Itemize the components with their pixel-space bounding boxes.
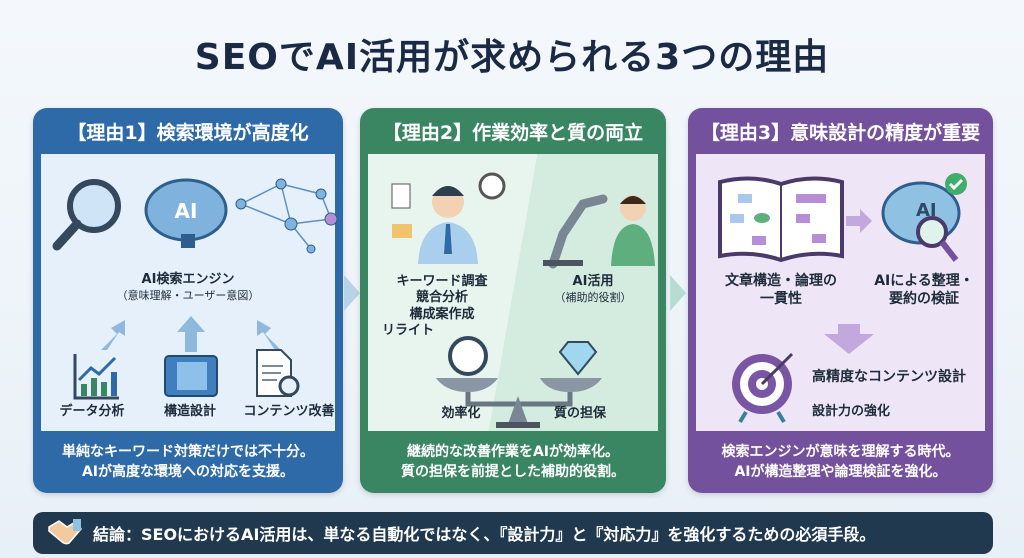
svg-text:AI: AI <box>916 200 937 221</box>
chart-icon <box>73 354 119 400</box>
item-content-improvement: コンテンツ改善 <box>243 404 335 419</box>
ai-text: AI <box>175 199 198 223</box>
arrow-right-icon <box>344 275 360 311</box>
blueprint-icon <box>164 355 218 397</box>
structure-consistency-label: 文章構造・論理の一貫性 <box>725 273 837 308</box>
handshake-icon <box>48 519 82 545</box>
reason-2-card: 【理由2】作業効率と質の両立 キーワード調査競合分析構成案作成リライト AI活用… <box>360 108 666 493</box>
card-footer: 単純なキーワード対策だけでは不十分。AIが高度な環境への対応を支援。 <box>62 443 314 480</box>
ai-usage-label: AI活用（補助的役割） <box>554 274 632 304</box>
card-footer: 検索エンジンが意味を理解する時代。AIが構造整理や論理検証を強化。 <box>721 443 960 480</box>
conclusion-bar: 結論：SEOにおけるAI活用は、単なる自動化ではなく、『設計力』と『対応力』を強… <box>33 512 993 554</box>
high-precision-design-label: 高精度なコンテンツ設計 <box>812 369 966 385</box>
magnifier-icon <box>52 179 121 251</box>
card-header: 【理由3】意味設計の精度が重要 <box>700 121 981 144</box>
card-header: 【理由1】検索環境が高度化 <box>67 121 309 144</box>
efficiency-label: 効率化 <box>441 406 481 421</box>
design-strength-label: 設計力の強化 <box>812 404 891 419</box>
arrow-right-icon <box>846 209 872 233</box>
ai-brain-check-icon: AI <box>881 173 967 262</box>
reason-3-card: 【理由3】意味設計の精度が重要 AI 文章構造・論理の一貫性 AIによる整理・要… <box>688 108 993 493</box>
stressed-worker-icon <box>391 172 506 264</box>
up-arrows-icon <box>101 316 281 352</box>
network-icon <box>235 178 338 254</box>
task-list: キーワード調査競合分析構成案作成リライト <box>382 274 488 338</box>
ai-brain-icon: AI <box>144 178 228 248</box>
item-structure-design: 構造設計 <box>163 404 216 419</box>
card-footer: 継続的な改善作業をAIが効率化。質の担保を前提とした補助的役割。 <box>401 443 625 480</box>
reason-1-card: 【理由1】検索環境が高度化 AI AI検索エンジン（意味理解・ユーザー意図） デ… <box>33 108 343 493</box>
robot-arm-person-icon <box>543 194 655 269</box>
balance-scale-icon <box>436 336 602 428</box>
conclusion-text: 結論：SEOにおけるAI活用は、単なる自動化ではなく、『設計力』と『対応力』を強… <box>93 525 876 544</box>
flowchart-book-icon <box>718 176 844 263</box>
ai-verification-label: AIによる整理・要約の検証 <box>874 273 974 308</box>
arrow-down-icon <box>824 324 874 354</box>
page-title: SEOでAI活用が求められる3つの理由 <box>194 37 830 78</box>
card-header: 【理由2】作業効率と質の両立 <box>382 121 644 144</box>
quality-label: 質の担保 <box>553 406 606 421</box>
ai-search-engine-label: AI検索エンジン（意味理解・ユーザー意図） <box>116 272 260 302</box>
arrow-right-icon <box>670 275 686 311</box>
target-icon <box>732 352 794 424</box>
document-gear-icon <box>256 349 300 397</box>
item-data-analysis: データ分析 <box>59 404 125 419</box>
